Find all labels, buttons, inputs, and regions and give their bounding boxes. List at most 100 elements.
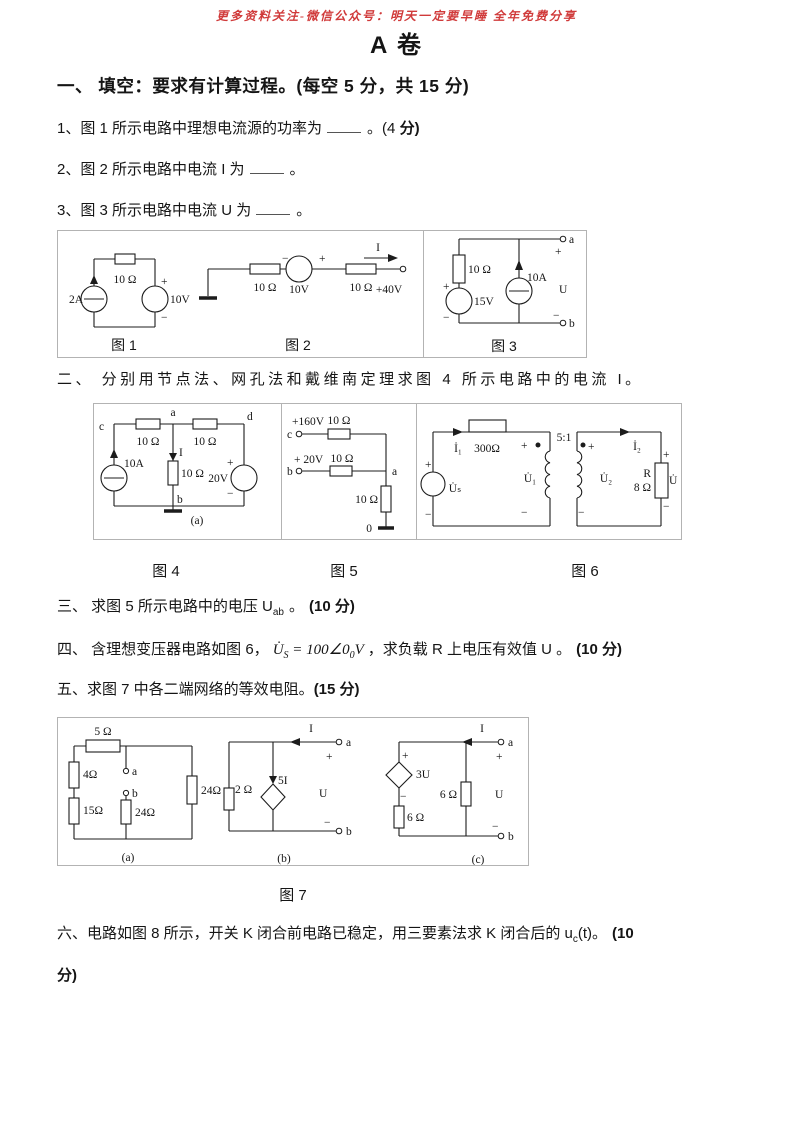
fig7a-resistor2-label: 15Ω [83,805,103,817]
fig7b-current-label: I [309,723,313,735]
fig1-current-arrow-icon [90,275,98,284]
fig4-node-d: d [247,411,253,423]
q2-text: 2、图 2 所示电路中电流 I 为 [57,161,245,178]
fig4-resistor2-label: 10 Ω [194,436,217,448]
fig4-node-a: a [170,407,175,419]
fig4-voltage-source-label: 20V [208,473,229,485]
fig6-u2-label: U̇₂ [600,471,612,485]
figure-1-caption: 图 1 [111,337,137,353]
q1-period: 。 [367,120,383,137]
header-notice: 更多资料关注-微信公众号：明天一定要早睡 全年免费分享 [216,9,577,23]
fig5-voltage1-label: +160V [292,416,325,428]
s4-score: (10 分) [576,641,622,658]
figure-box-6: İ₁ 300Ω + U̇ₛ − + U̇₁ − 5:1 + U̇₂ − İ₂ R… [416,403,682,540]
section-2-heading: 二、 分别用节点法、网孔法和戴维南定理求图 4 所示电路中的电流 I。 [57,371,644,388]
fig5-ground-label: 0 [366,523,372,535]
fig4-plus-sign: + [227,457,234,469]
fig2-resistor1-label: 10 Ω [254,282,277,294]
circuit-figure-7a: 5 Ω 4Ω 15Ω a b 24Ω 24Ω (a) [68,726,221,864]
fig3-label-a: a [569,234,574,246]
circuit-figure-6: İ₁ 300Ω + U̇ₛ − + U̇₁ − 5:1 + U̇₂ − İ₂ R… [420,419,678,527]
fig3-voltage-source-symbol [445,287,473,315]
s4-formula-eq: = 100∠0 [292,642,350,658]
fig7b-voltage-label: U [319,788,328,800]
fig6-i2-label: İ₂ [633,439,641,453]
section-5-heading: 五、求图 7 中各二端网络的等效电阻。(15 分) [57,678,360,699]
fig2-voltage-source-symbol [285,255,313,283]
circuit-figure-4: c a d 10 Ω 10 Ω 10A I 10 Ω b + 20V − (a) [99,407,258,527]
fig6-secondary-plus: + [588,441,595,453]
fig7c-resistor1-label: 6 Ω [407,812,424,824]
fig6-primary-minus: − [521,507,528,519]
fig7a-label-b: b [132,788,138,800]
fig7b-label-a: a [346,737,351,749]
fig7c-current-arrow-icon [462,738,472,746]
question-3: 3、图 3 所示电路中电流 U 为。 [57,199,311,220]
figure-box-7: 5 Ω 4Ω 15Ω a b 24Ω 24Ω (a) [57,717,529,866]
fig1-plus-sign: + [161,276,168,288]
fig4-current-source-label: 10A [124,458,145,470]
fig7c-port-plus: + [496,751,503,763]
fig7a-resistor2-symbol [68,797,80,825]
fig7a-resistor1-symbol [68,761,80,789]
s3-text: 三、 求图 5 所示电路中的电压 U [57,598,273,615]
fig7b-label-b: b [346,826,352,838]
fig7a-resistor3-symbol [120,799,132,825]
figure-7-caption: 图 7 [279,887,307,904]
fig7c-dep-plus: + [402,750,409,762]
fig2-resistor1-symbol [249,263,281,275]
fig5-terminal-b [295,467,303,475]
fig3-src-minus: − [443,312,450,324]
figure-box-3: a + U − b 10 Ω + 15V − 10A 图 3 [423,230,587,358]
fig7b-minus-sign: − [324,817,331,829]
fig6-resistor-label: 300Ω [474,443,500,455]
fig5-resistor1-symbol [327,428,351,440]
q3-period: 。 [296,202,312,219]
fig1-voltage-source-symbol [141,285,169,313]
fig6-src-plus: + [425,459,432,471]
circuit-figure-1-2: 10 Ω 2A + 10V − 图 1 10 Ω − + 10V [69,242,407,353]
question-2: 2、图 2 所示电路中电流 I 为。 [57,158,305,179]
fig3-src-plus: + [443,281,450,293]
fig7b-resistor-label: 2 Ω [235,784,252,796]
fig3-voltage-source-label: 15V [474,296,495,308]
fig4-resistor3-symbol [167,460,179,486]
section-6-heading-line2: 分) [57,967,77,984]
figure-box-4: c a d 10 Ω 10 Ω 10A I 10 Ω b + 20V − (a) [93,403,284,540]
s4-text-pre: 四、 含理想变压器电路如图 6， [57,641,269,658]
fig6-secondary-minus: − [578,507,585,519]
fig6-load-value: 8 Ω [634,482,651,494]
fig6-u1-label: U̇₁ [524,471,536,485]
fig1-current-source-label: 2A [69,294,84,306]
fig3-current-source-label: 10A [527,272,548,284]
fig6-load-plus: + [663,449,670,461]
fig2-plus-sign: + [319,253,326,265]
fig5-resistor2-symbol [329,465,353,477]
fig7b-current-arrow-icon [290,738,300,746]
figure-6-caption: 图 6 [571,563,599,580]
fig6-secondary-coil [576,450,583,499]
fig3-voltage-label: U [559,284,568,296]
fig7a-resistor1-label: 4Ω [83,769,97,781]
fig7c-terminal-a [497,738,505,746]
s3-subscript: ab [272,607,284,618]
fig5-resistor2-label: 10 Ω [331,453,354,465]
fig5-resistor3-symbol [380,485,392,513]
fig4-resistor2-symbol [192,418,218,430]
s4-text-post: ，求负载 R 上电压有效值 U 。 [367,641,572,658]
fig6-i2-arrow-icon [620,428,630,436]
circuit-figure-7c: I a + + 3U − 6 Ω 6 Ω U − b (c) [385,723,514,865]
fig7b-resistor-symbol [223,787,235,811]
q1-blank [327,118,362,133]
s5-text: 五、求图 7 中各二端网络的等效电阻。 [57,681,314,698]
fig6-us-label: U̇ₛ [449,481,462,495]
circuit-figure-2: 10 Ω − + 10V 10 Ω I +40V 图 2 [199,242,407,353]
s4-formula: U̇S = 100∠00V [273,642,364,661]
fig7a-resistor4-label: 24Ω [201,785,221,797]
circuit-figure-1: 10 Ω 2A + 10V − 图 1 [69,253,191,353]
s5-score: (15 分) [313,681,360,698]
fig2-terminal-label: +40V [376,284,403,296]
fig7c-resistor2-symbol [460,781,472,807]
circuit-figure-5: c +160V 10 Ω b + 20V 10 Ω a 10 Ω 0 [287,415,397,535]
